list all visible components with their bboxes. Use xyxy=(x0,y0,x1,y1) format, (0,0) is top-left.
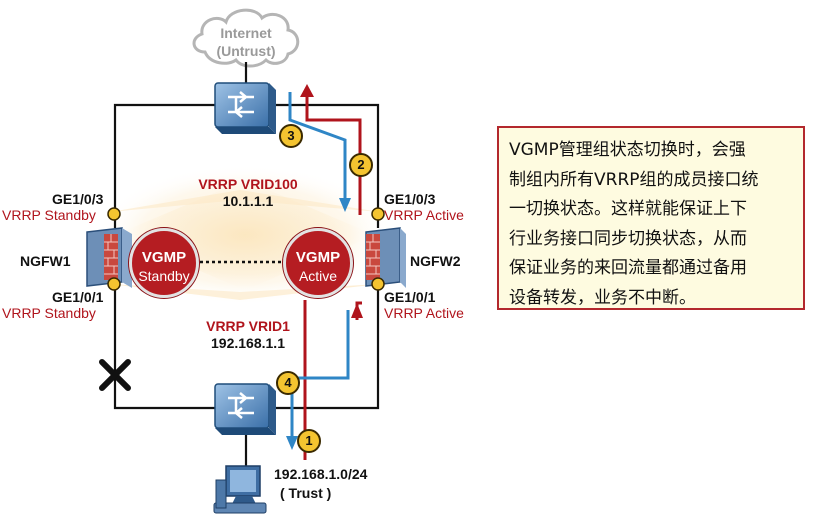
firewall-ngfw1-icon xyxy=(86,227,132,288)
left-top-port-label: GE1/0/3 xyxy=(52,191,104,207)
right-top-port-label: GE1/0/3 xyxy=(384,191,436,207)
vrid-bottom-ip: 192.168.1.1 xyxy=(211,335,285,351)
left-top-port-state: VRRP Standby xyxy=(2,207,96,223)
vgmp-active-circle: VGMP Active xyxy=(283,228,353,298)
switch-bottom-icon xyxy=(214,383,276,435)
note-line: 一切换状态。这样就能保证上下 xyxy=(509,199,747,219)
pc-subnet-label: 192.168.1.0/24 xyxy=(274,466,368,482)
pc-zone-label: ( Trust ) xyxy=(280,485,332,501)
right-bottom-port-state: VRRP Active xyxy=(384,305,464,321)
left-bottom-port-state: VRRP Standby xyxy=(2,305,96,321)
ngfw1-label: NGFW1 xyxy=(20,253,71,269)
note-line: 设备转发，业务不中断。 xyxy=(509,287,696,308)
switch-top-icon xyxy=(214,82,276,134)
cloud-line1: Internet xyxy=(220,25,272,41)
ngfw2-label: NGFW2 xyxy=(410,253,461,269)
vrid-bottom-name: VRRP VRID1 xyxy=(206,318,290,334)
step-badge-4: 4 xyxy=(276,371,300,395)
step-badge-2: 2 xyxy=(349,153,373,177)
vrid-top-name: VRRP VRID100 xyxy=(198,176,298,192)
vgmp-active-title: VGMP xyxy=(295,249,341,266)
note-line: VGMP管理组状态切换时，会强 xyxy=(509,140,746,160)
port-dots xyxy=(107,207,385,291)
cloud-line2: (Untrust) xyxy=(216,43,276,59)
step-badge-3: 3 xyxy=(279,124,303,148)
link-failure-x-icon xyxy=(99,359,131,391)
step-badge-1: 1 xyxy=(297,429,321,453)
vgmp-standby-title: VGMP xyxy=(141,249,187,266)
note-line: 保证业务的来回流量都通过备用 xyxy=(509,258,747,278)
explanation-note: VGMP管理组状态切换时，会强 制组内所有VRRP组的成员接口统 一切换状态。这… xyxy=(497,126,805,310)
note-line: 制组内所有VRRP组的成员接口统 xyxy=(509,169,759,190)
vrid-top-ip: 10.1.1.1 xyxy=(222,193,274,209)
note-line: 行业务接口同步切换状态，从而 xyxy=(509,228,747,249)
vgmp-standby-circle: VGMP Standby xyxy=(129,228,199,298)
pc-icon xyxy=(213,465,267,514)
firewall-ngfw2-icon xyxy=(365,227,406,288)
internet-cloud-icon xyxy=(192,8,300,68)
topology-links xyxy=(113,62,380,470)
internet-cloud-label: Internet (Untrust) xyxy=(205,24,287,60)
traffic-flow-blue xyxy=(286,92,351,450)
left-bottom-port-label: GE1/0/1 xyxy=(52,289,104,305)
right-bottom-port-label: GE1/0/1 xyxy=(384,289,436,305)
vgmp-active-state: Active xyxy=(298,268,338,284)
vgmp-standby-state: Standby xyxy=(138,268,190,284)
right-top-port-state: VRRP Active xyxy=(384,207,464,223)
